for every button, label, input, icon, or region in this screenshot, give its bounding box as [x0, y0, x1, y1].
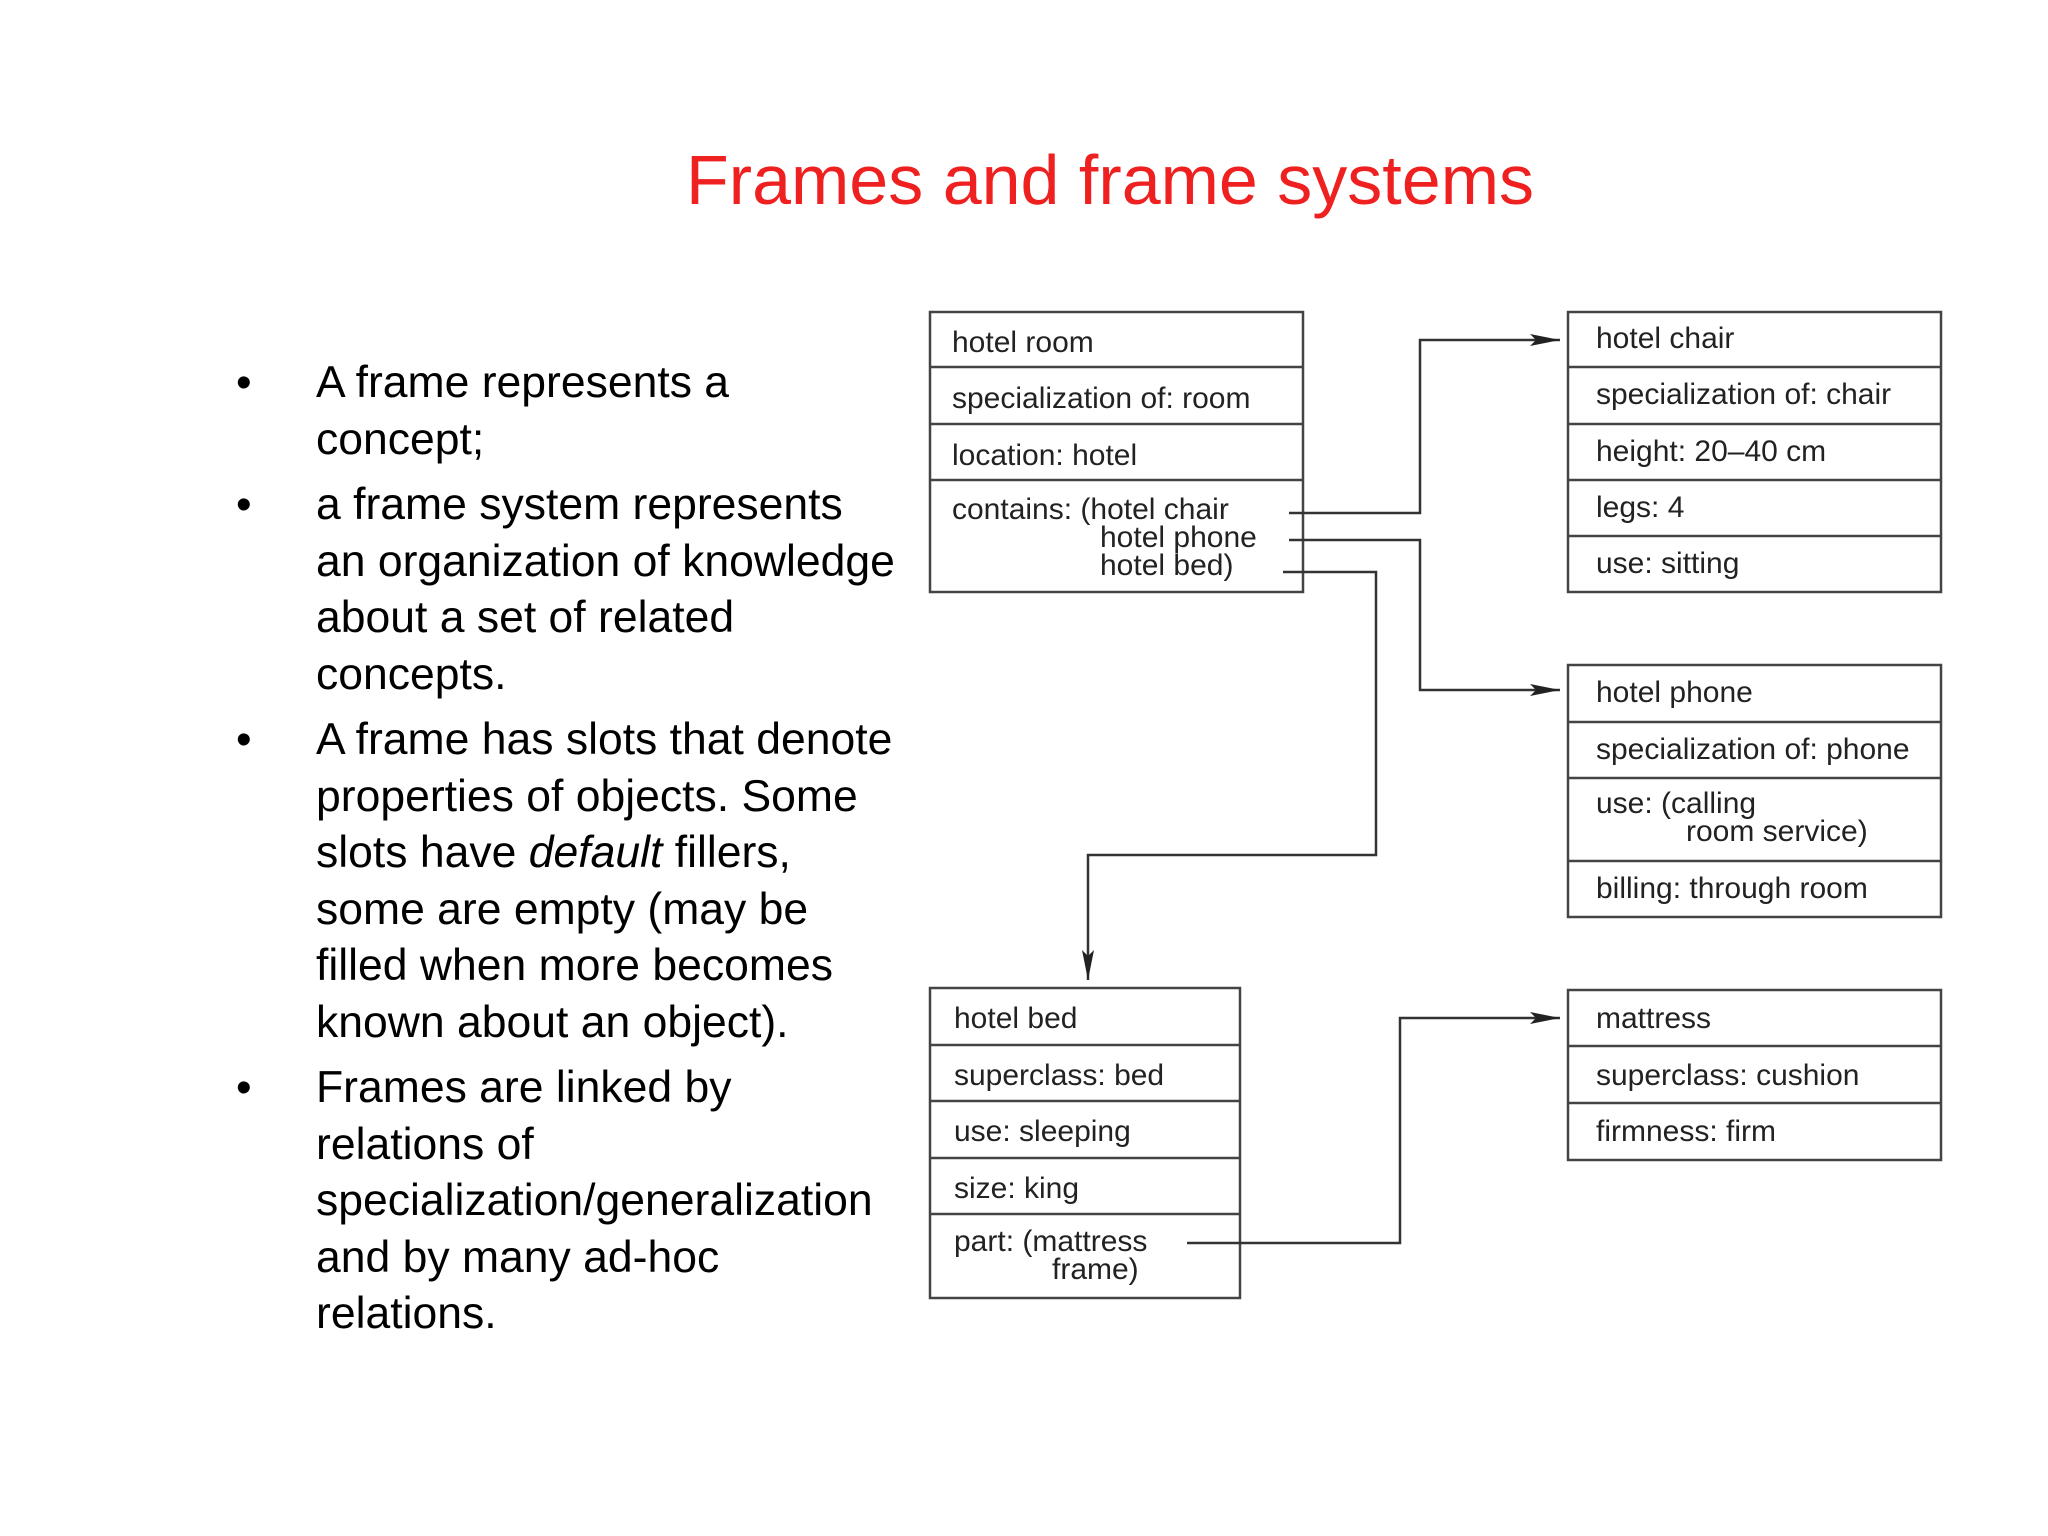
frame-slot: specialization of: phone: [1596, 733, 1910, 766]
frame-hotel-bed: [928, 986, 1242, 1300]
bullet-emphasis: default: [528, 828, 663, 877]
arrow-room-to-bed: [1082, 570, 1378, 980]
bullet-item: • a frame system represents an organizat…: [236, 477, 896, 703]
frame-mattress: [1566, 988, 1943, 1162]
frame-slot: superclass: bed: [954, 1059, 1164, 1092]
arrow-room-to-chair: [1289, 334, 1560, 515]
arrow-room-to-phone: [1289, 538, 1560, 696]
frame-slot: room service): [1686, 815, 1868, 848]
frame-hotel-phone: [1566, 663, 1943, 919]
frame-hotel-chair: [1566, 310, 1943, 594]
frame-slot: frame): [1052, 1253, 1139, 1286]
bullet-text: A frame has slots that denote properties…: [316, 715, 893, 1047]
frame-slot: size: king: [954, 1172, 1079, 1205]
bullet-item: • A frame has slots that denote properti…: [236, 712, 896, 1051]
bullet-item: • Frames are linked by relations of spec…: [236, 1060, 896, 1343]
bullet-text: A frame represents a concept;: [316, 358, 730, 464]
bullet-icon: •: [236, 480, 252, 529]
bullet-icon: •: [236, 715, 252, 764]
bullet-text: Frames are linked by relations of specia…: [316, 1063, 873, 1338]
frame-slot: use: sitting: [1596, 547, 1739, 580]
frame-hotel-room: [928, 310, 1305, 594]
bullet-icon: •: [236, 1063, 252, 1112]
frame-title: mattress: [1596, 1002, 1711, 1035]
frame-slot: hotel phone: [1100, 521, 1257, 554]
frame-slot: firmness: firm: [1596, 1115, 1776, 1148]
arrow-bed-to-mattress: [1187, 1012, 1560, 1245]
bullet-item: • A frame represents a concept;: [236, 355, 896, 468]
frame-slot: use: sleeping: [954, 1115, 1131, 1148]
bullet-list: • A frame represents a concept; • a fram…: [236, 355, 896, 1352]
frame-slot: billing: through room: [1596, 872, 1868, 905]
frame-title: hotel bed: [954, 1002, 1077, 1035]
frame-slot: specialization of: room: [952, 382, 1250, 415]
page-title: Frames and frame systems: [686, 141, 1534, 219]
frame-title: hotel phone: [1596, 676, 1753, 709]
frame-slot: location: hotel: [952, 439, 1137, 472]
frame-title: hotel chair: [1596, 322, 1734, 355]
frame-slot: legs: 4: [1596, 491, 1684, 524]
frame-slot: part: (mattress: [954, 1225, 1147, 1258]
frame-slot: specialization of: chair: [1596, 378, 1891, 411]
bullet-text: a frame system represents an organizatio…: [316, 480, 895, 699]
frame-slot: height: 20–40 cm: [1596, 435, 1826, 468]
frame-slot: contains: (hotel chair: [952, 493, 1229, 526]
frame-title: hotel room: [952, 326, 1094, 359]
frame-slot: superclass: cushion: [1596, 1059, 1859, 1092]
frame-slot: hotel bed): [1100, 549, 1233, 582]
frame-slot: use: (calling: [1596, 787, 1756, 820]
bullet-icon: •: [236, 358, 252, 407]
